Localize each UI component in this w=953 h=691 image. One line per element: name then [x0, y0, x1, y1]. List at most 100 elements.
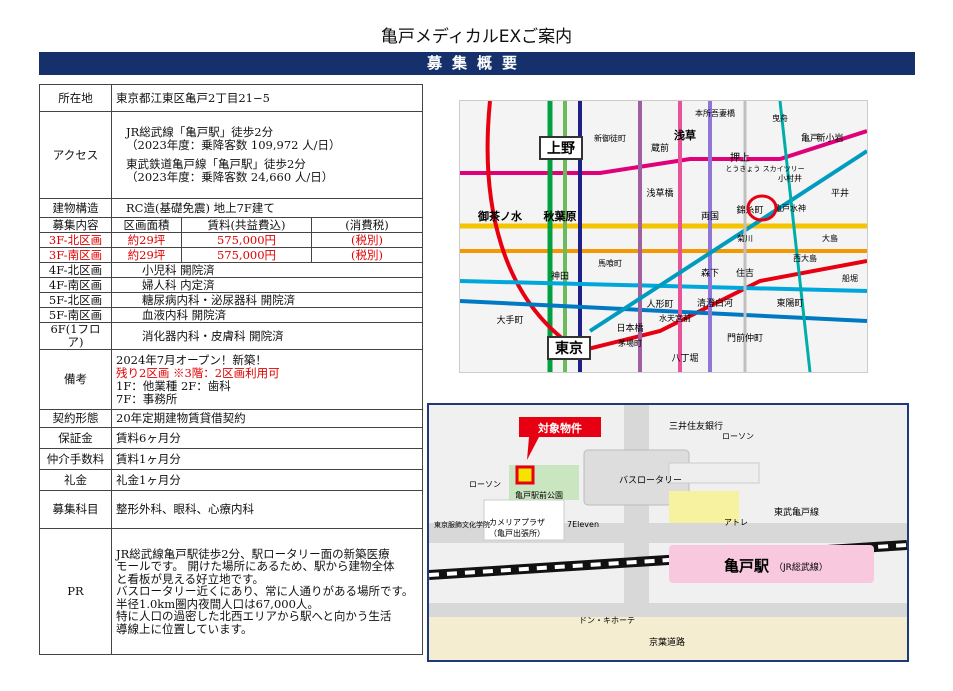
station-bakurocho: 馬喰町	[598, 258, 622, 268]
page-title: 亀戸メディカルEXご案内	[380, 27, 573, 47]
remarks-value: 2024年7月オープン！新築！ 残り2区画 ※3階：2区画利用可 1F：他業種 …	[110, 349, 424, 410]
route-map-svg: 上野 東京 秋葉原 御茶ノ水 浅草 押上 錦糸町 亀戸 両国 森下 住吉 日本橋…	[460, 101, 867, 372]
row-subjects: 募集科目 整形外科、眼科、心療内科	[39, 490, 424, 529]
label-don-quijote: ドン・キホーテ	[579, 616, 635, 625]
occupied-unit: 4F-北区画	[39, 262, 112, 278]
local-map-svg: 対象物件 三井住友銀行 ローソン ローソン バスロータリー 亀戸駅前公園 東京服…	[429, 405, 907, 660]
occupied-unit: 5F-南区画	[39, 307, 112, 323]
row-remarks: 備考 2024年7月オープン！新築！ 残り2区画 ※3階：2区画利用可 1F：他…	[39, 349, 424, 410]
station-toyocho: 東陽町	[776, 297, 803, 309]
occupied-row: 4F-南区画 婦人科 内定済	[39, 277, 424, 293]
recruit-unit: 3F-南区画	[39, 247, 112, 263]
pr-label: PR	[39, 528, 112, 655]
station-sumiyoshi: 住吉	[736, 267, 754, 279]
station-hatchobori: 八丁堀	[671, 353, 698, 364]
station-oshiage: 押上	[730, 151, 750, 164]
access-line: （2023年度：乗降客数 24,660 人/日）	[126, 170, 334, 184]
row-keymoney: 礼金 礼金1ヶ月分	[39, 469, 424, 491]
station-ueno: 上野	[547, 141, 575, 157]
label-keiyo-road: 京葉道路	[649, 636, 685, 648]
remarks-line: 残り2区画 ※3階：2区画利用可	[116, 365, 280, 380]
station-ojima: 大島	[822, 233, 838, 243]
remarks-label: 備考	[39, 349, 112, 410]
label-camellia-plaza: カメリアプラザ	[489, 518, 545, 527]
recruit-unit: 3F-北区画	[39, 232, 112, 248]
local-map: 対象物件 三井住友銀行 ローソン ローソン バスロータリー 亀戸駅前公園 東京服…	[427, 403, 909, 662]
occupied-row: 5F-南区画 血液内科 開院済	[39, 307, 424, 323]
station-ochanomizu: 御茶ノ水	[477, 209, 523, 223]
pr-line: JR総武線亀戸駅徒歩2分、駅ロータリー面の新築医療	[116, 546, 390, 561]
pr-value: JR総武線亀戸駅徒歩2分、駅ロータリー面の新築医療 モールです。 開けた場所にあ…	[110, 528, 424, 655]
row-structure: 建物構造 RC造(基礎免震) 地上7F建て	[39, 198, 424, 218]
label-kameido-station: 亀戸駅	[724, 557, 770, 575]
remarks-line: 7F：事務所	[116, 391, 178, 406]
occupied-tenant: 糖尿病内科・泌尿器科 開院済	[110, 292, 424, 308]
station-kayabacho: 茅場町	[618, 338, 642, 348]
recruit-area: 約29坪	[111, 232, 182, 248]
label-7eleven: 7Eleven	[567, 520, 599, 529]
location-label: 所在地	[39, 84, 112, 112]
label-jr-sobu-line: （JR総武線）	[774, 561, 828, 573]
station-kanda: 神田	[551, 270, 569, 282]
station-akihabara: 秋葉原	[544, 209, 577, 223]
station-shinkoiwa: 新小岩	[816, 132, 843, 144]
station-otemachi: 大手町	[496, 314, 523, 326]
label-lawson-1: ローソン	[722, 432, 754, 441]
label-kameido-branch: （亀戸出張所）	[489, 528, 545, 538]
pr-line: モールです。 開けた場所にあるため、駅から建物全体	[116, 559, 395, 574]
kameido-highlight-circle	[746, 194, 778, 222]
station-kameido-suijin: 亀戸水神	[774, 203, 806, 213]
occupied-tenant: 婦人科 内定済	[110, 277, 424, 293]
access-line: JR総武線「亀戸駅」徒歩2分	[126, 125, 274, 139]
station-hirai: 平井	[831, 187, 849, 199]
station-suitengumae: 水天宮前	[659, 313, 691, 323]
location-value: 東京都江東区亀戸2丁目21−5	[110, 84, 424, 112]
occupied-row: 4F-北区画 小児科 開院済	[39, 262, 424, 278]
recruit-tax: (税別)	[310, 247, 424, 263]
station-kuramae: 蔵前	[651, 142, 669, 154]
station-omurai: 小村井	[778, 173, 802, 183]
label-kameido-park: 亀戸駅前公園	[515, 490, 563, 500]
subjects-value: 整形外科、眼科、心療内科	[110, 490, 424, 529]
row-brokerage: 仲介手数料 賃料1ヶ月分	[39, 448, 424, 470]
recruit-tax: (税別)	[310, 232, 424, 248]
access-label: アクセス	[39, 111, 112, 199]
recruit-header-tax: (消費税)	[310, 217, 424, 233]
occupied-unit: 6F(1フロア)	[39, 322, 112, 350]
recruit-row: 3F-北区画 約29坪 575,000円 (税別)	[39, 232, 424, 248]
station-tokyo-skytree: とうきょう スカイツリー	[725, 165, 804, 173]
access-line: （2023年度：乗降客数 109,972 人/日）	[126, 138, 341, 152]
contract-label: 契約形態	[39, 409, 112, 428]
deposit-label: 保証金	[39, 427, 112, 449]
keymoney-value: 礼金1ヶ月分	[110, 469, 424, 491]
occupied-tenant: 消化器内科・皮膚科 開院済	[110, 322, 424, 350]
station-asakusabashi: 浅草橋	[646, 187, 673, 199]
station-hikifune: 曳舟	[772, 113, 788, 123]
station-honjo-azumabashi: 本所吾妻橋	[695, 108, 735, 118]
station-shin-okachimachi: 新御徒町	[594, 133, 626, 143]
pr-line: 導線上に位置しています。	[116, 621, 253, 636]
access-line: 東武鉄道亀戸線「亀戸駅」徒歩2分	[126, 157, 306, 171]
recruit-header-rent: 賃料(共益費込)	[181, 217, 312, 233]
label-atre: アトレ	[724, 518, 748, 527]
occupied-row: 6F(1フロア) 消化器内科・皮膚科 開院済	[39, 322, 424, 350]
station-monzennakacho: 門前仲町	[727, 332, 763, 344]
subjects-label: 募集科目	[39, 490, 112, 529]
brokerage-label: 仲介手数料	[39, 448, 112, 470]
section-banner: 募集概要	[39, 52, 915, 75]
contract-value: 20年定期建物賃貸借契約	[110, 409, 424, 428]
recruit-row: 3F-南区画 約29坪 575,000円 (税別)	[39, 247, 424, 263]
target-label: 対象物件	[537, 421, 582, 435]
keymoney-label: 礼金	[39, 469, 112, 491]
station-nihonbashi: 日本橋	[616, 322, 643, 334]
occupied-unit: 4F-南区画	[39, 277, 112, 293]
row-deposit: 保証金 賃料6ヶ月分	[39, 427, 424, 449]
label-smbc: 三井住友銀行	[669, 420, 723, 432]
pr-line: と看板が見える好立地です。	[116, 571, 265, 586]
row-recruit-header: 募集内容 区画面積 賃料(共益費込) (消費税)	[39, 217, 424, 233]
pr-line: バスロータリー近くにあり、常に人通りがある場所です。	[116, 584, 414, 599]
station-kikukawa: 菊川	[737, 233, 753, 243]
label-fashion-school: 東京服飾文化学院	[434, 520, 490, 529]
station-funabori: 船堀	[842, 273, 858, 283]
recruit-header-label: 募集内容	[39, 217, 112, 233]
